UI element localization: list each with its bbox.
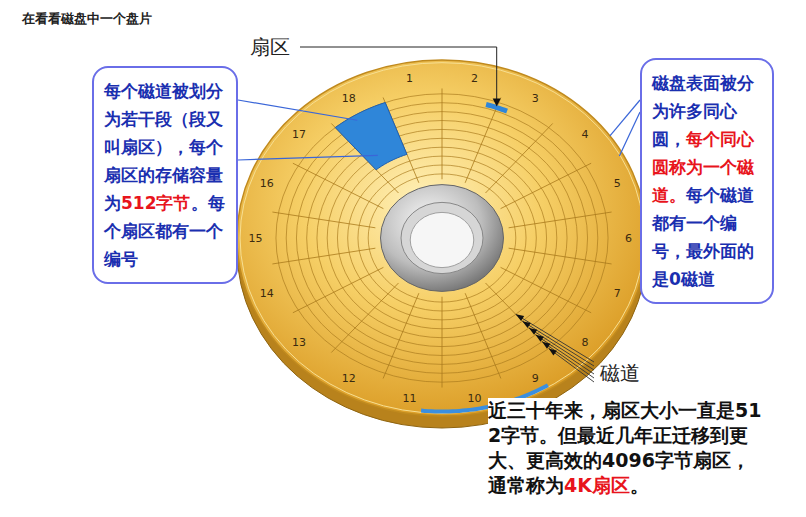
leader-arrowhead [529,328,537,335]
sector-number: 13 [292,336,306,349]
note-text: 近三十年来，扇区大小一直是512字节。但最近几年正迁移到更大、更高效的4096字… [488,398,763,498]
sector-number: 14 [260,287,274,300]
highlighted-sector [335,103,407,170]
leader-line [549,348,594,382]
sector-line [509,248,612,264]
leader-arrowhead [549,348,557,355]
sector-number: 16 [260,176,274,189]
sector-line [272,248,375,264]
sector-number: 6 [625,232,632,245]
sector-line [442,88,443,179]
leader-line [619,112,640,156]
sector-line [465,293,501,378]
leader-line [610,100,640,136]
sector-number: 7 [614,287,621,300]
sector-line [272,212,375,228]
leader-arrowhead [542,342,550,349]
leader-arrowhead [536,335,544,342]
leader-line [238,100,357,120]
spindle-ring [401,202,483,273]
leader-line [529,328,594,370]
sector-line [293,267,384,312]
sector-line [501,267,592,312]
sector-line [331,283,398,353]
sector-number: 5 [614,176,621,189]
leader-line [522,321,594,366]
spindle-hub [381,185,504,292]
callout-label: 磁道 [600,360,640,386]
sector-number: 9 [532,372,539,385]
sector-number: 11 [403,391,417,404]
sector-line [442,297,443,388]
sector-number: 17 [292,127,306,140]
sector-number: 1 [406,72,413,85]
leader-line [536,335,594,374]
callout-text: 磁盘表面被分为许多同心圆，每个同心圆称为一个磁道。每个磁道都有一个编号，最外面的… [652,69,762,293]
sector-line [383,293,419,378]
sector-number: 12 [342,372,356,385]
callout-label: 扇区 [250,34,290,60]
sector-number: 18 [342,91,356,104]
sector-number: 8 [581,336,588,349]
track-ring [358,165,526,311]
leader-line [516,314,594,362]
sector-line [485,283,552,353]
disk-rim-highlight [240,63,644,414]
leader-line [300,47,497,100]
text-run: 。 [630,474,649,496]
sector-line [485,123,552,193]
disk-surface [237,60,647,416]
track-ring [368,174,516,302]
callout-text: 每个磁道被划分为若干段（段又叫扇区），每个扇区的存储容量为512字节。每个扇区都… [104,77,226,273]
sector-number: 2 [471,72,478,85]
text-run: 512字节 [121,193,191,213]
callout-box: 磁盘表面被分为许多同心圆，每个同心圆称为一个磁道。每个磁道都有一个编号，最外面的… [640,58,774,304]
sector-number: 3 [532,91,539,104]
spindle-hole [410,212,474,267]
sector-number: 10 [467,391,481,404]
callout-box: 每个磁道被划分为若干段（段又叫扇区），每个扇区的存储容量为512字节。每个扇区都… [92,66,238,284]
sector-line [509,212,612,228]
leader-arrowhead [522,321,530,328]
sector-line [465,97,501,182]
sector-number: 4 [581,127,588,140]
sector-line [501,163,592,208]
sector-line [293,163,384,208]
page-title: 在看看磁盘中一个盘片 [22,10,152,28]
leader-line [238,155,378,160]
track-ring [348,156,537,320]
text-run: 4K扇区 [564,474,630,496]
sector-number: 15 [248,232,262,245]
leader-arrowhead [493,99,501,107]
leader-arrowhead [516,314,524,321]
